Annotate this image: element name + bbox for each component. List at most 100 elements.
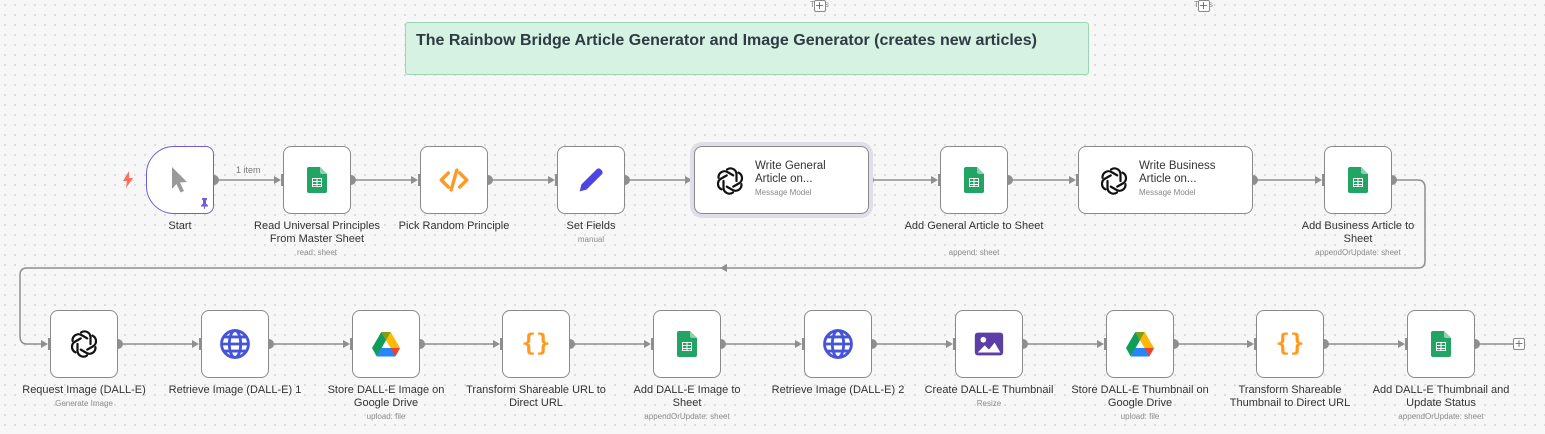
node-subtitle: append: sheet [948,248,1000,257]
sticky-note-text: The Rainbow Bridge Article Generator and… [416,32,1037,49]
node-subtitle: appendOrUpdate: sheet [1315,248,1401,257]
connection-arrow [1097,340,1104,348]
connection-arrow [1247,340,1254,348]
pen-icon [574,163,608,197]
node-title-line: Write Business [1139,160,1216,172]
node-subtitle: Message Model [1139,188,1196,197]
node-subtitle: Resize [976,399,1002,408]
node-retrieve-image-dall-e-1[interactable] [201,310,269,378]
openai-icon [69,329,99,359]
connection-arrow [1315,176,1322,184]
node-label: Add DALL-E Thumbnail and Update Status [1372,384,1510,409]
node-label: Store DALL-E Image on Google Drive [327,384,445,409]
node-subtitle: appendOrUpdate: sheet [1398,412,1484,421]
node-set-fields[interactable] [557,146,625,214]
node-label: Start [168,220,192,232]
google-sheets-icon [1348,167,1368,193]
connection-arrow [946,340,953,348]
node-retrieve-image-dall-e-2[interactable] [804,310,872,378]
node-label: Retrieve Image (DALL-E) 1 [168,384,302,396]
google-sheets-icon [307,167,327,193]
add-tool-button[interactable]: + [1197,0,1210,12]
node-label: Pick Random Principle [398,220,510,232]
node-label: Set Fields [566,220,616,232]
node-subtitle: appendOrUpdate: sheet [644,412,730,421]
connection-arrow [411,176,418,184]
connection-arrow [685,176,692,184]
node-subtitle: Generate Image [55,399,113,408]
sticky-note[interactable]: The Rainbow Bridge Article Generator and… [405,22,1089,75]
connection-arrow [548,176,555,184]
node-request-image-dall-e[interactable] [50,310,118,378]
connection-arrow [41,340,48,348]
node-label: Add Business Article to Sheet [1301,220,1415,245]
connection-arrow [343,340,350,348]
google-drive-icon [372,331,400,357]
node-label: Store DALL-E Thumbnail on Google Drive [1071,384,1209,409]
node-subtitle: Message Model [755,188,812,197]
node-label: Read Universal Principles From Master Sh… [254,220,380,245]
node-subtitle: read: sheet [296,248,338,257]
node-store-dall-e-thumbnail-on-google-drive[interactable] [1106,310,1174,378]
google-drive-icon [1126,331,1154,357]
connection-arrow [1069,176,1076,184]
cursor-icon [169,165,191,195]
node-add-general-article-to-sheet[interactable] [940,146,1008,214]
node-add-business-article-to-sheet[interactable] [1324,146,1392,214]
svg-text:{}: {} [522,329,551,357]
node-read-universal-principles-from-master-sheet[interactable] [283,146,351,214]
globe-icon [821,327,855,361]
node-transform-shareable-thumbnail-to-direct-url[interactable]: {} [1256,310,1324,378]
node-label: Add DALL-E Image to Sheet [633,384,741,409]
openai-icon [715,166,745,196]
add-tool-button[interactable]: + [813,0,826,12]
connection-arrow [493,340,500,348]
pin-icon[interactable] [199,196,210,214]
node-label: Transform Shareable Thumbnail to Direct … [1229,384,1351,409]
node-pick-random-principle[interactable] [420,146,488,214]
code-icon [437,163,471,197]
globe-icon [218,327,252,361]
connection-arrow [795,340,802,348]
google-sheets-icon [1431,331,1451,357]
braces-icon: {} [521,329,551,359]
braces-icon: {} [1275,329,1305,359]
svg-text:{}: {} [1276,329,1305,357]
node-title-line: Article on... [755,173,813,185]
image-icon [972,327,1006,361]
node-label: Add General Article to Sheet [904,220,1044,232]
node-title-line: Article on... [1139,173,1197,185]
node-title-line: Write General [755,160,826,172]
lightning-icon [122,171,134,193]
connection-arrow [931,176,938,184]
node-create-dall-e-thumbnail[interactable] [955,310,1023,378]
node-store-dall-e-image-on-google-drive[interactable] [352,310,420,378]
connection-arrow [1398,340,1405,348]
node-subtitle: upload: file [366,412,406,421]
node-add-dall-e-image-to-sheet[interactable] [653,310,721,378]
node-label: Retrieve Image (DALL-E) 2 [771,384,905,396]
node-label: Request Image (DALL-E) [22,384,146,396]
node-add-dall-e-thumbnail-and-update-status[interactable] [1407,310,1475,378]
add-node-button[interactable]: + [1513,337,1525,350]
connection-arrow [644,340,651,348]
connection-arrow [192,340,199,348]
google-sheets-icon [964,167,984,193]
node-label: Transform Shareable URL to Direct URL [466,384,606,409]
connection-arrow [274,176,281,184]
connection-item-count: 1 item [236,165,261,175]
node-subtitle: upload: file [1120,412,1160,421]
node-label: Create DALL-E Thumbnail [924,384,1054,396]
openai-icon [1099,166,1129,196]
node-subtitle: manual [577,235,605,244]
node-transform-shareable-url-to-direct-url[interactable]: {} [502,310,570,378]
node-start[interactable] [146,146,214,214]
google-sheets-icon [677,331,697,357]
